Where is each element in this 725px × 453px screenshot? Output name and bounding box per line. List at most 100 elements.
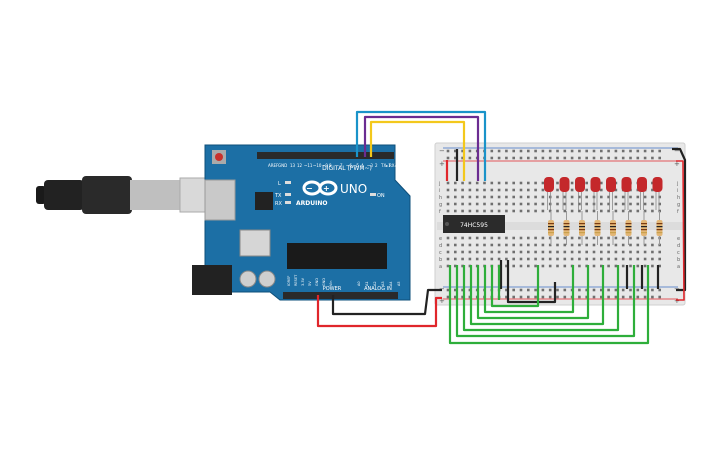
breadboard-hole: [446, 243, 450, 247]
led[interactable]: [606, 177, 616, 210]
row-letter: j: [438, 181, 440, 187]
breadboard-hole: [519, 257, 523, 261]
breadboard-hole: [541, 264, 545, 268]
power-pin-label: GND: [322, 278, 326, 286]
breadboard-hole: [600, 202, 603, 206]
led[interactable]: [637, 177, 647, 210]
wire-green-6: [483, 265, 575, 314]
digital-header: [257, 152, 394, 159]
breadboard-hole: [585, 195, 588, 199]
breadboard-hole: [600, 181, 603, 185]
led[interactable]: [590, 177, 601, 210]
breadboard-hole: [490, 236, 494, 240]
breadboard-hole: [446, 209, 450, 213]
wire-black-gnd: [331, 288, 442, 316]
breadboard-hole: [483, 243, 486, 247]
breadboard-hole: [512, 195, 515, 199]
breadboard-hole: [614, 188, 618, 192]
breadboard-hole: [490, 202, 494, 206]
breadboard-hole: [592, 243, 596, 247]
resistor-array[interactable]: [548, 211, 663, 245]
breadboard-hole: [643, 236, 647, 240]
breadboard-hole: [483, 257, 486, 261]
led-tx-label: TX: [274, 193, 282, 199]
arduino-uno-board[interactable]: DIGITAL (PWM~) AREF GND 13 12 ~11 ~10 ~9…: [192, 144, 411, 301]
usb-cable[interactable]: [36, 176, 231, 214]
resistor[interactable]: [610, 211, 616, 245]
breadboard-hole: [614, 243, 618, 247]
breadboard-hole: [570, 257, 574, 261]
breadboard-hole: [592, 250, 596, 254]
breadboard-hole: [497, 181, 501, 185]
breadboard-hole: [621, 257, 625, 261]
breadboard-hole: [454, 250, 457, 254]
breadboard-hole: [446, 156, 450, 160]
pin-13-label: 13: [290, 163, 296, 168]
led[interactable]: [621, 177, 632, 210]
resistor[interactable]: [641, 211, 647, 245]
analog-pin-label: A1: [365, 281, 369, 286]
led-array[interactable]: [544, 177, 663, 210]
analog-pin-label: A3: [381, 281, 385, 286]
breadboard-hole: [468, 149, 472, 153]
resistor[interactable]: [625, 211, 632, 245]
led[interactable]: [652, 177, 663, 210]
breadboard-hole: [512, 257, 515, 261]
breadboard-hole: [548, 264, 552, 268]
wire-yellow: [369, 120, 466, 181]
breadboard-hole: [570, 156, 574, 160]
breadboard-hole: [527, 156, 530, 160]
led[interactable]: [559, 177, 570, 210]
breadboard-hole: [512, 236, 515, 240]
breadboard-hole: [527, 264, 530, 268]
resistor[interactable]: [563, 211, 570, 245]
breadboard-hole: [505, 236, 508, 240]
shift-register-chip[interactable]: 74HC595: [443, 215, 505, 233]
breadboard-hole: [585, 188, 588, 192]
breadboard-hole: [578, 149, 581, 153]
resistor[interactable]: [548, 211, 554, 245]
breadboard-hole: [614, 257, 618, 261]
row-letter: d: [677, 243, 680, 249]
breadboard-hole: [621, 236, 625, 240]
breadboard-hole: [534, 250, 537, 254]
breadboard-hole: [541, 236, 545, 240]
breadboard-hole: [512, 181, 515, 185]
breadboard-hole: [643, 288, 647, 292]
breadboard-hole: [614, 236, 618, 240]
breadboard-hole: [658, 195, 661, 199]
breadboard-hole: [621, 295, 625, 299]
breadboard-hole: [541, 250, 545, 254]
resistor[interactable]: [594, 211, 601, 245]
led[interactable]: [544, 177, 554, 210]
resistor[interactable]: [656, 211, 663, 245]
breadboard-hole: [651, 250, 654, 254]
analog-pin-label: A5: [397, 281, 401, 286]
breadboard-hole: [636, 288, 640, 292]
breadboard-hole: [527, 209, 530, 213]
model-label: UNO: [340, 182, 367, 196]
breadboard-hole: [454, 295, 457, 299]
row-letter: d: [439, 243, 442, 249]
breadboard-hole: [629, 250, 632, 254]
breadboard-hole: [519, 188, 523, 192]
breadboard-hole: [636, 236, 640, 240]
breadboard-hole: [643, 195, 647, 199]
breadboard-hole: [563, 295, 567, 299]
resistor[interactable]: [579, 211, 585, 245]
wires[interactable]: [316, 110, 687, 345]
breadboard-hole: [519, 149, 523, 153]
breadboard-hole: [621, 156, 625, 160]
breadboard-hole: [592, 149, 596, 153]
pin-2-label: 2: [375, 163, 378, 168]
breadboard-hole: [454, 209, 457, 213]
breadboard-hole: [461, 181, 464, 185]
breadboard-hole: [592, 257, 596, 261]
breadboard-hole: [600, 295, 603, 299]
analog-pin-label: A0: [357, 281, 361, 286]
led[interactable]: [575, 177, 585, 210]
breadboard-hole: [541, 195, 545, 199]
breadboard-hole: [585, 156, 588, 160]
row-letter: i: [677, 188, 678, 194]
breadboard-hole: [563, 236, 567, 240]
